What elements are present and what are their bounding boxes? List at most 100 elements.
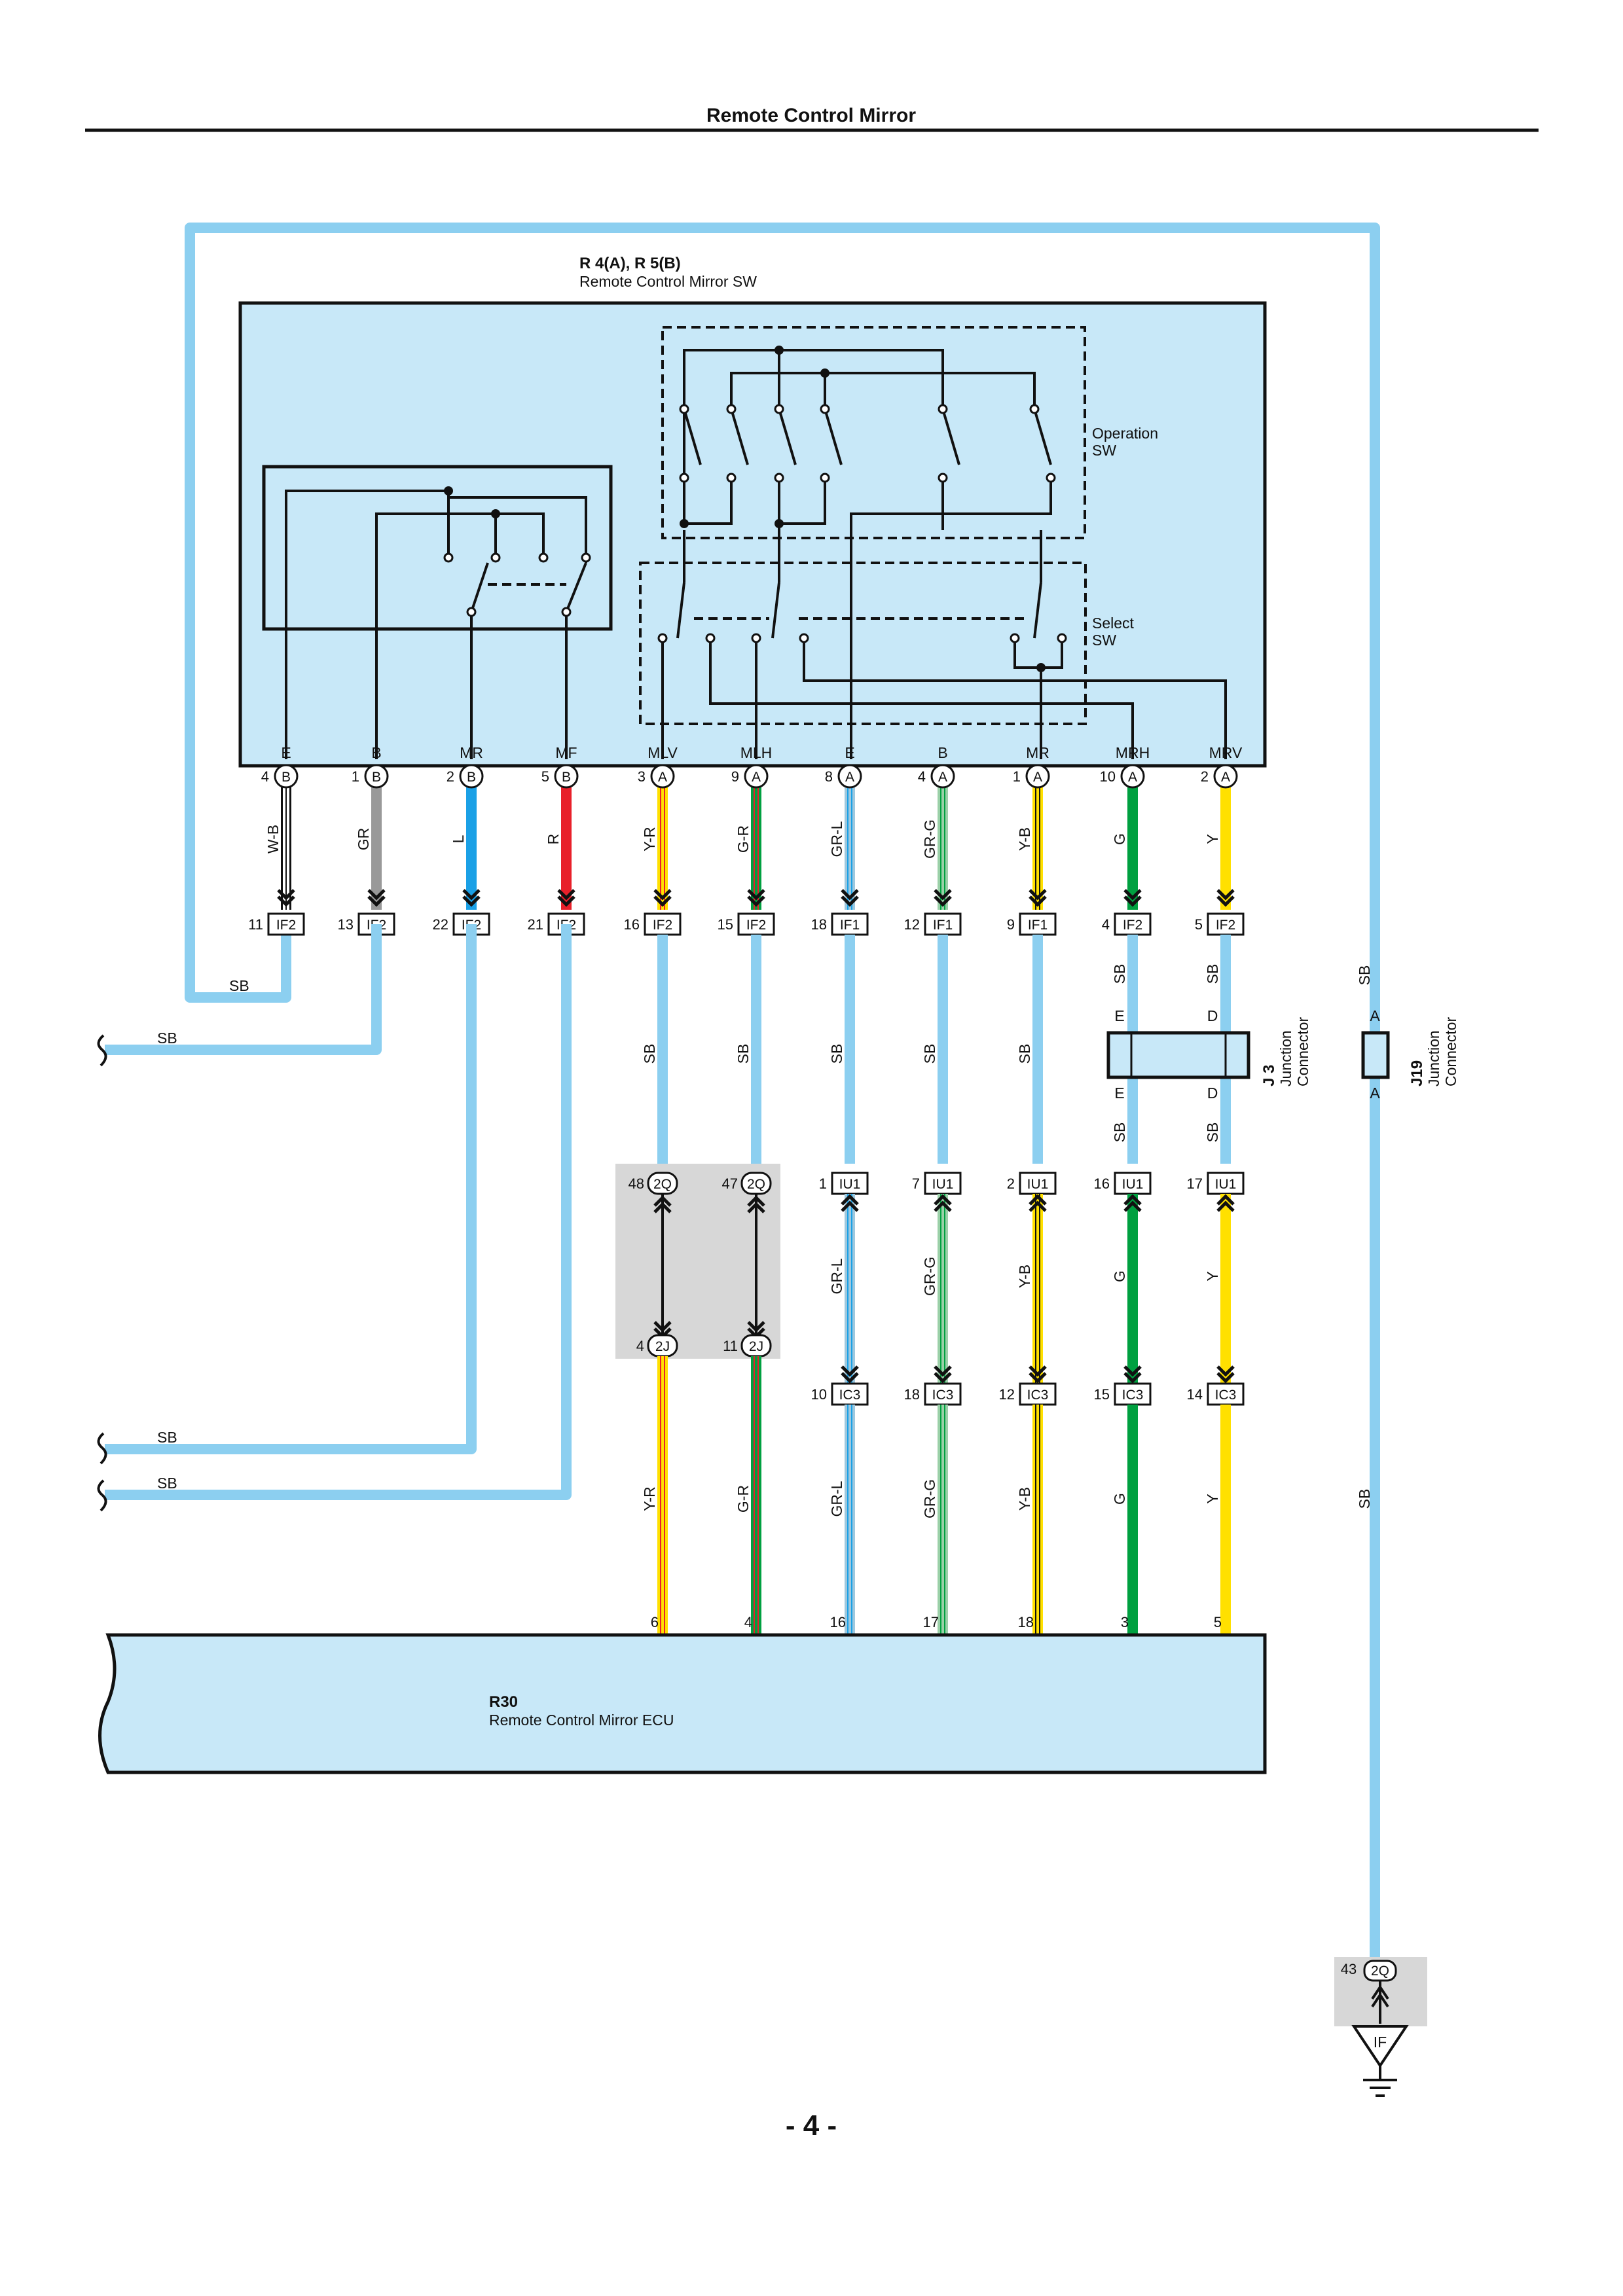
switch-name: Remote Control Mirror SW (579, 273, 757, 290)
page-title: Remote Control Mirror (706, 105, 916, 126)
j19-pin-bottom: A (1370, 1085, 1380, 1102)
wire-color-label: Y (1204, 834, 1221, 844)
ecu-name: Remote Control Mirror ECU (489, 1712, 674, 1729)
inline-connector-tag-pin: 18 (811, 916, 827, 933)
inline-connector-tag (831, 1382, 869, 1406)
wire-color-label: G-R (735, 825, 752, 853)
ecu-box (98, 1633, 1267, 1774)
inline-connector-tag-pin: 18 (904, 1386, 920, 1403)
wire-arrow (1216, 1365, 1235, 1384)
connector-2q-label: 2Q (747, 1177, 765, 1192)
inline-connector-tag (267, 912, 305, 936)
wire-arrow (1029, 1365, 1047, 1384)
j19-name-2: Connector (1442, 1017, 1459, 1086)
inline-connector-tag-label: IC3 (1027, 1388, 1049, 1403)
inline-connector-tag-pin: 17 (1187, 1175, 1203, 1192)
inline-connector-tag (1019, 1172, 1057, 1195)
wire-color-label: L (450, 834, 467, 843)
inline-connector-tag-pin: 12 (999, 1386, 1015, 1403)
j19-code: J19 (1408, 1060, 1426, 1086)
wire-arrow (747, 889, 765, 907)
switch-conn-label: A (1128, 770, 1137, 785)
j3-connector (1106, 1031, 1250, 1079)
inline-connector-tag-label: IU1 (839, 1177, 861, 1192)
switch-pin-number: 2 (447, 768, 454, 785)
j3-pin-top: D (1207, 1007, 1218, 1024)
left-feed-wire (105, 924, 382, 1055)
switch-pin-badge (364, 764, 389, 789)
connector-2q-label: 2Q (653, 1177, 672, 1192)
select-switch-box (639, 562, 1087, 725)
wire-color-label: SB (1111, 1122, 1128, 1143)
switch-pin-badge (930, 764, 955, 789)
inline-connector-tag (1019, 912, 1057, 936)
wire-arrow (747, 1195, 765, 1213)
j3-pin-top: E (1114, 1007, 1124, 1024)
mirror-motor-switch (262, 465, 613, 631)
ecu-pin-number: 16 (830, 1614, 846, 1630)
switch-signal-label: E (281, 744, 291, 761)
switch-conn-label: A (1033, 770, 1042, 785)
wire-color-label: Y (1204, 1271, 1221, 1281)
wire-color-label: Y-B (1016, 827, 1033, 851)
left-feed-label: SB (157, 1030, 177, 1047)
inline-connector-tag-label: IF1 (1028, 918, 1048, 933)
switch-pin-number: 4 (918, 768, 926, 785)
left-switch-junctions (444, 486, 500, 518)
wire-color-label: GR-L (828, 821, 845, 857)
inline-connector-tag (1207, 1382, 1245, 1406)
switch-conn-label: A (938, 770, 947, 785)
wire-color-label: SB (1016, 1044, 1033, 1064)
inline-connector-tag-pin: 16 (1094, 1175, 1110, 1192)
wire-arrow (934, 889, 952, 907)
connector-2q-pin: 47 (722, 1175, 738, 1192)
switch-pin-badge (1213, 764, 1238, 789)
left-feed-label: SB (229, 977, 249, 994)
wire-arrow (1123, 1365, 1142, 1384)
switch-signal-label: MF (555, 744, 577, 761)
switch-conn-label: B (372, 770, 381, 785)
switch-box (238, 301, 1267, 768)
wire-color-label: G-R (735, 1485, 752, 1513)
j3-pin-bottom: E (1114, 1085, 1124, 1102)
wire-arrow (841, 1365, 859, 1384)
ground-connector: 2Q (1371, 1964, 1389, 1979)
switch-conn-label: A (1221, 770, 1230, 785)
break-mark (97, 1479, 107, 1512)
wire-color-label: R (545, 834, 562, 845)
switch-pin-badge (650, 764, 675, 789)
wire-color-label: SB (921, 1044, 938, 1064)
switch-conn-label: A (752, 770, 761, 785)
left-feed-label: SB (157, 1429, 177, 1446)
left-feed-label: SB (157, 1475, 177, 1492)
j3-name-1: Junction (1277, 1030, 1294, 1086)
ecu-pin-number: 3 (1121, 1614, 1129, 1630)
wire-arrow (277, 889, 295, 907)
ecu-pin-number: 18 (1018, 1614, 1034, 1630)
right-wire-lower-color: SB (1356, 1489, 1373, 1509)
ground-triangle (1351, 2025, 1409, 2068)
switch-signal-label: MR (460, 744, 483, 761)
sb-loop-wire (185, 223, 1380, 1965)
connector-2j-label: 2J (749, 1339, 763, 1354)
left-switch-contacts (443, 552, 591, 617)
switch-conn-label: A (658, 770, 667, 785)
wire-arrow (1216, 1194, 1235, 1212)
wire-color-label: SB (1204, 1122, 1221, 1143)
ecu-pin-number: 4 (744, 1614, 752, 1630)
inline-connector-tag-pin: 5 (1195, 916, 1203, 933)
switch-signal-label: MR (1026, 744, 1049, 761)
switch-conn-label: A (845, 770, 854, 785)
operation-switch-contacts (679, 404, 1056, 483)
inline-connector-tag-pin: 22 (433, 916, 448, 933)
switch-pin-badge (274, 764, 299, 789)
inline-connector-tag-pin: 11 (248, 916, 263, 933)
inline-connector-tag-label: IF2 (746, 918, 766, 933)
j3-pin-bottom: D (1207, 1085, 1218, 1102)
j19-connector (1361, 1031, 1390, 1079)
inline-connector-tag-label: IU1 (1122, 1177, 1144, 1192)
break-mark (97, 1432, 107, 1465)
switch-signal-label: MLV (647, 744, 678, 761)
wire-arrow (841, 889, 859, 907)
